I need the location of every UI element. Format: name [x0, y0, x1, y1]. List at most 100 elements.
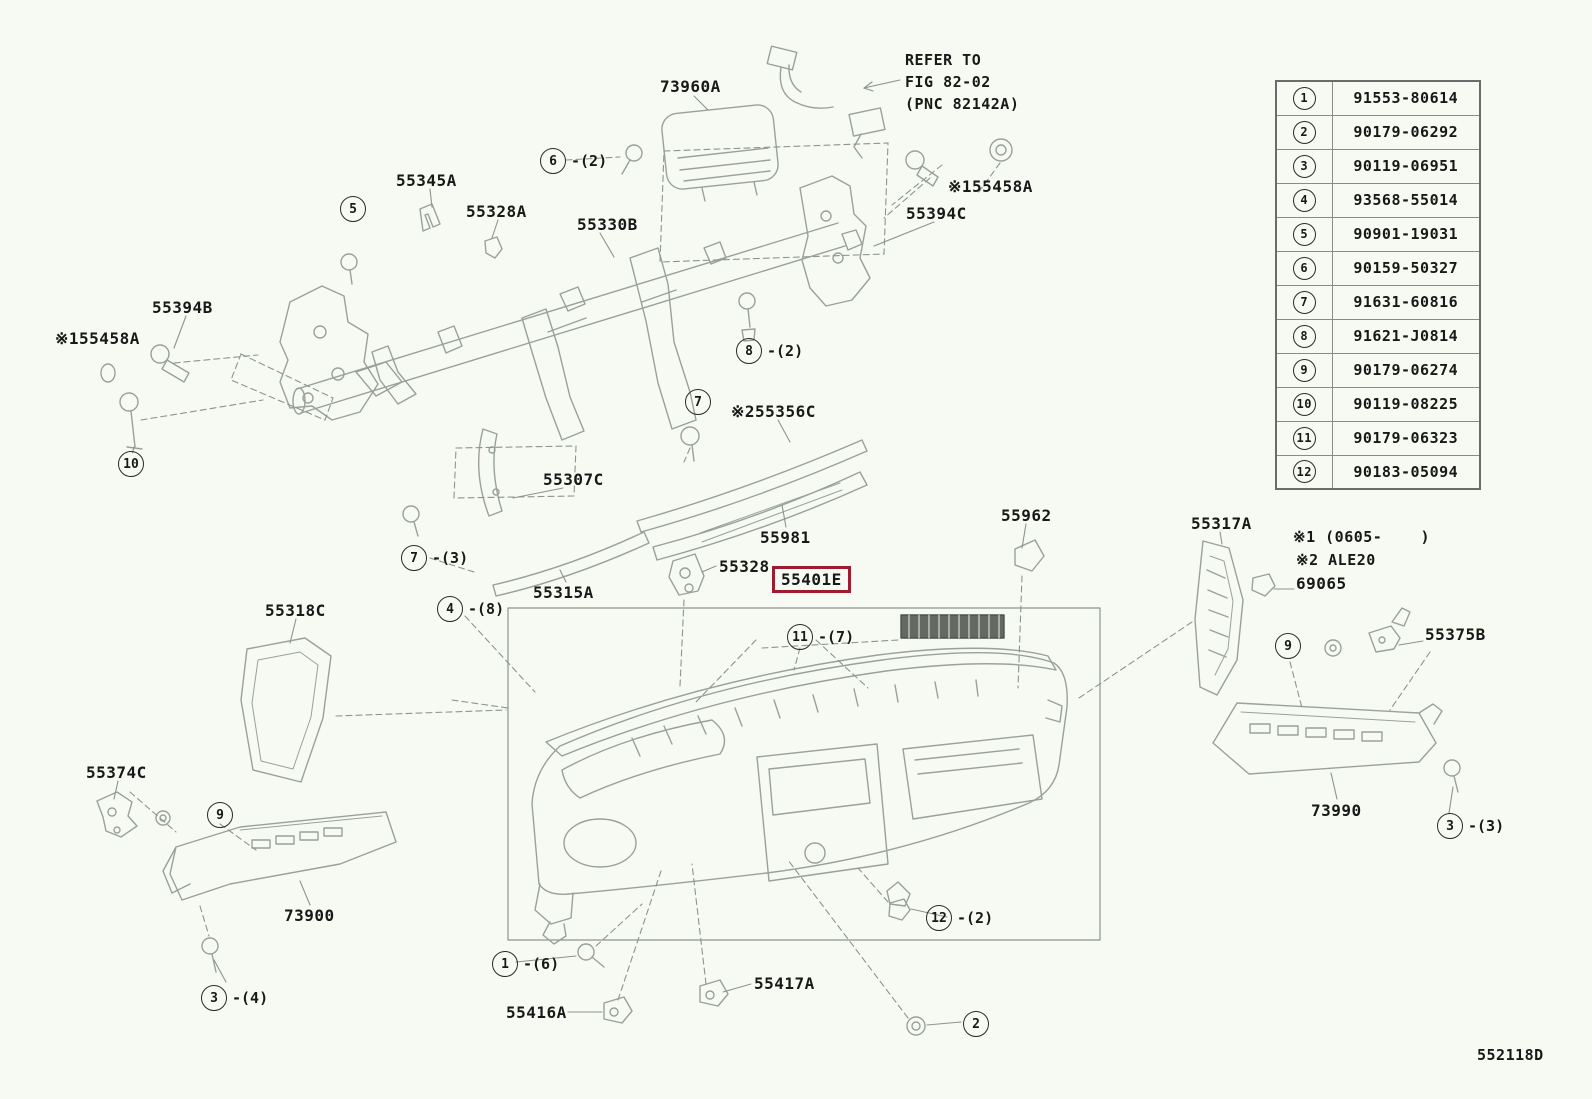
row-number: 10 [1292, 392, 1316, 416]
row-part-number[interactable]: 91621-J0814 [1331, 318, 1481, 354]
callout-number: 3 [1437, 813, 1463, 839]
left-fasteners-art [100, 344, 190, 450]
callout-12: 12-(2) [926, 905, 993, 931]
table-row[interactable]: 10 90119-08225 [1275, 386, 1481, 422]
parts-reference-table: 1 91553-80614 2 90179-06292 3 90119-06951 4… [1275, 80, 1481, 490]
part-label-73900[interactable]: 73900 [284, 906, 335, 925]
callout-qty: -(2) [571, 152, 608, 170]
part-label-55307C[interactable]: 55307C [543, 470, 604, 489]
part-label-55981[interactable]: 55981 [760, 528, 811, 547]
part-label-73960A[interactable]: 73960A [660, 77, 721, 96]
refer-note: REFER TO FIG 82-02 (PNC 82142A) [905, 51, 1020, 113]
row-part-number[interactable]: 90159-50327 [1331, 250, 1481, 286]
crossmember-art [279, 175, 871, 441]
callout-number: 9 [207, 802, 233, 828]
table-row[interactable]: 9 90179-06274 [1275, 352, 1481, 388]
row-number: 5 [1292, 222, 1316, 246]
callout-qty: -(7) [818, 628, 855, 646]
part-label-55375B[interactable]: 55375B [1425, 625, 1486, 644]
left-side-panel-art [240, 637, 332, 783]
bottom-fasteners-art [577, 898, 926, 1036]
row-number: 3 [1292, 154, 1316, 178]
row-part-number[interactable]: 90179-06274 [1331, 352, 1481, 388]
right-small-parts-art [1324, 607, 1411, 657]
callout-number: 8 [736, 338, 762, 364]
callout-3l: 3 -(4) [201, 985, 268, 1011]
row-number: 11 [1292, 426, 1316, 450]
callout-6: 6-(2) [540, 148, 607, 174]
row-part-number[interactable]: 90179-06323 [1331, 420, 1481, 456]
table-row[interactable]: 3 90119-06951 [1275, 148, 1481, 184]
callout-qty: -(4) [232, 989, 269, 1007]
table-row[interactable]: 6 90159-50327 [1275, 250, 1481, 286]
row-part-number[interactable]: 91631-60816 [1331, 284, 1481, 320]
callout-4: 4-(8) [437, 596, 504, 622]
row-part-number[interactable]: 90119-06951 [1331, 148, 1481, 184]
part-label-55317A[interactable]: 55317A [1191, 514, 1252, 533]
row-number: 7 [1292, 290, 1316, 314]
right-trim-art [1194, 540, 1244, 696]
callout-number: 3 [201, 985, 227, 1011]
callout-number: 1 [492, 951, 518, 977]
callout-qty: -(2) [957, 909, 994, 927]
dashed-leader-lines [129, 142, 1431, 1019]
part-label-55318C[interactable]: 55318C [265, 601, 326, 620]
row-part-number[interactable]: 90183-05094 [1331, 454, 1481, 490]
callout-number: 7 [685, 389, 711, 415]
callout-9r: 9 [1275, 633, 1306, 659]
row-number: 9 [1292, 358, 1316, 382]
part-label-55962[interactable]: 55962 [1001, 506, 1052, 525]
row-part-number[interactable]: 90901-19031 [1331, 216, 1481, 252]
part-label-55458A-left[interactable]: ※155458A [55, 329, 140, 348]
table-row[interactable]: 7 91631-60816 [1275, 284, 1481, 320]
row-number: 1 [1292, 86, 1316, 110]
row-part-number[interactable]: 90119-08225 [1331, 386, 1481, 422]
solid-leader-lines [113, 79, 1454, 1026]
callout-number: 5 [340, 196, 366, 222]
highlighted-part-label-55401E[interactable]: 55401E [772, 566, 851, 593]
part-label-55394C[interactable]: 55394C [906, 204, 967, 223]
part-label-73990[interactable]: 73990 [1311, 801, 1362, 820]
row-part-number[interactable]: 90179-06292 [1331, 114, 1481, 150]
part-label-55417A[interactable]: 55417A [754, 974, 815, 993]
part-label-55328A[interactable]: 55328A [466, 202, 527, 221]
part-label-55315A[interactable]: 55315A [533, 583, 594, 602]
table-row[interactable]: 5 90901-19031 [1275, 216, 1481, 252]
row-part-number[interactable]: 93568-55014 [1331, 182, 1481, 218]
table-row[interactable]: 2 90179-06292 [1275, 114, 1481, 150]
part-label-55356C[interactable]: ※255356C [731, 402, 816, 421]
callout-number: 2 [963, 1011, 989, 1037]
row-number: 2 [1292, 120, 1316, 144]
part-label-55345A[interactable]: 55345A [396, 171, 457, 190]
table-row[interactable]: 1 91553-80614 [1275, 80, 1481, 116]
callout-1: 1-(6) [492, 951, 559, 977]
callout-qty: -(3) [432, 549, 469, 567]
callout-qty: -(2) [767, 342, 804, 360]
table-note-2: ※2 ALE20 [1296, 551, 1376, 569]
callout-qty: -(3) [1468, 817, 1505, 835]
row-part-number[interactable]: 91553-80614 [1331, 80, 1481, 116]
part-label-55328[interactable]: 55328 [719, 557, 770, 576]
callout-7b: 7-(3) [401, 545, 468, 571]
right-fasteners-art [905, 138, 1013, 187]
row-number: 12 [1292, 460, 1316, 484]
part-label-55374C[interactable]: 55374C [86, 763, 147, 782]
part-label-69065[interactable]: 69065 [1296, 574, 1347, 593]
part-label-55458A-right[interactable]: ※155458A [948, 177, 1033, 196]
part-label-55330B[interactable]: 55330B [577, 215, 638, 234]
table-row[interactable]: 11 90179-06323 [1275, 420, 1481, 456]
part-label-55394B[interactable]: 55394B [152, 298, 213, 317]
glove-lower-art [162, 811, 397, 973]
table-row[interactable]: 12 90183-05094 [1275, 454, 1481, 490]
row-number: 6 [1292, 256, 1316, 280]
callout-9l: 9 [207, 802, 238, 828]
callout-qty: -(8) [468, 600, 505, 618]
callout-8: 8 -(2) [736, 338, 803, 364]
part-label-55416A[interactable]: 55416A [506, 1003, 567, 1022]
callout-number: 11 [787, 624, 813, 650]
right-lower-panel-art [1212, 702, 1461, 793]
